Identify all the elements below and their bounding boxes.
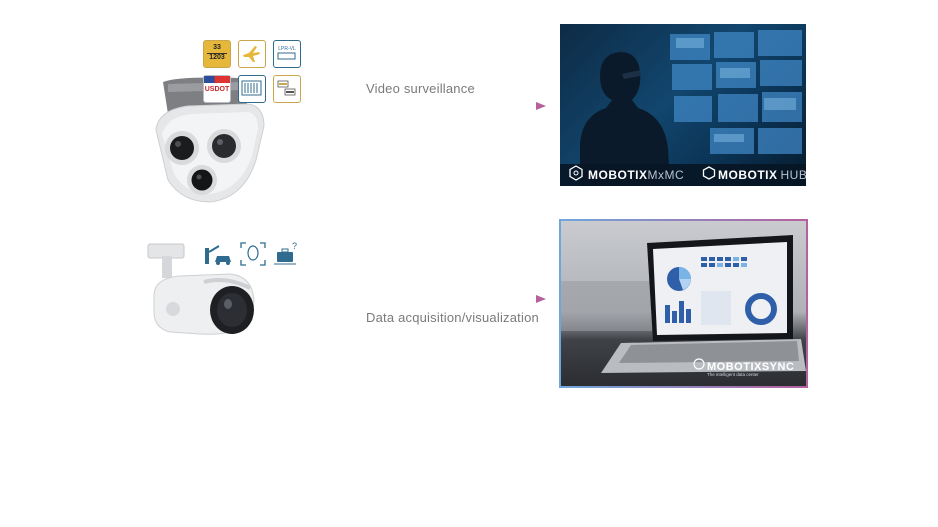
sync-brand-main: MOBOTIX <box>707 361 762 373</box>
sync-logo: MOBOTIXSYNC <box>693 357 795 375</box>
plate-bottom-text: 1203 <box>207 53 227 62</box>
hub-brand-main: MOBOTIX <box>718 168 778 182</box>
hub-brand-suffix: HUB <box>780 168 807 182</box>
lpr-camera-icon: LPR-VL <box>273 40 301 68</box>
video-surveillance-label: Video surveillance <box>366 81 475 96</box>
mxmc-brand-suffix: MxMC <box>647 168 685 182</box>
laptop-image: MOBOTIXSYNC The intelligent data center <box>561 221 806 386</box>
svg-text:?: ? <box>292 241 297 251</box>
laptop-image-frame: MOBOTIXSYNC The intelligent data center <box>559 219 808 388</box>
face-recognition-icon <box>240 242 266 266</box>
connector-top-branch <box>366 102 546 110</box>
mobotix-hex-icon <box>569 165 583 181</box>
container-code-icon <box>238 75 266 103</box>
usdot-icon: USDOT <box>203 75 231 103</box>
airplane-icon <box>238 40 266 68</box>
mxmc-logo: MOBOTIXMxMC <box>569 165 685 184</box>
bullet-camera-image <box>147 243 255 335</box>
arrow-head-bottom <box>536 295 546 303</box>
hazard-plate-icon <box>273 75 301 103</box>
sync-brand-suffix: SYNC <box>761 361 795 373</box>
license-plate-icon: 33 1203 <box>203 40 231 68</box>
hub-hex-icon <box>702 166 716 180</box>
barrier-car-icon <box>205 245 231 265</box>
sync-tagline: The intelligent data center <box>707 372 759 377</box>
usdot-text: USDOT <box>204 86 230 93</box>
mxmc-brand-main: MOBOTIX <box>588 168 648 182</box>
abandoned-object-icon: ? <box>274 241 297 265</box>
arrow-head-top <box>536 102 546 110</box>
sync-icon <box>693 358 705 370</box>
data-acquisition-label: Data acquisition/visualization <box>366 310 539 325</box>
plate-top-text: 33 <box>213 44 221 51</box>
connector-bottom-branch <box>366 295 546 303</box>
dome-camera-image <box>155 77 265 203</box>
lpr-text: LPR-VL <box>278 46 296 52</box>
